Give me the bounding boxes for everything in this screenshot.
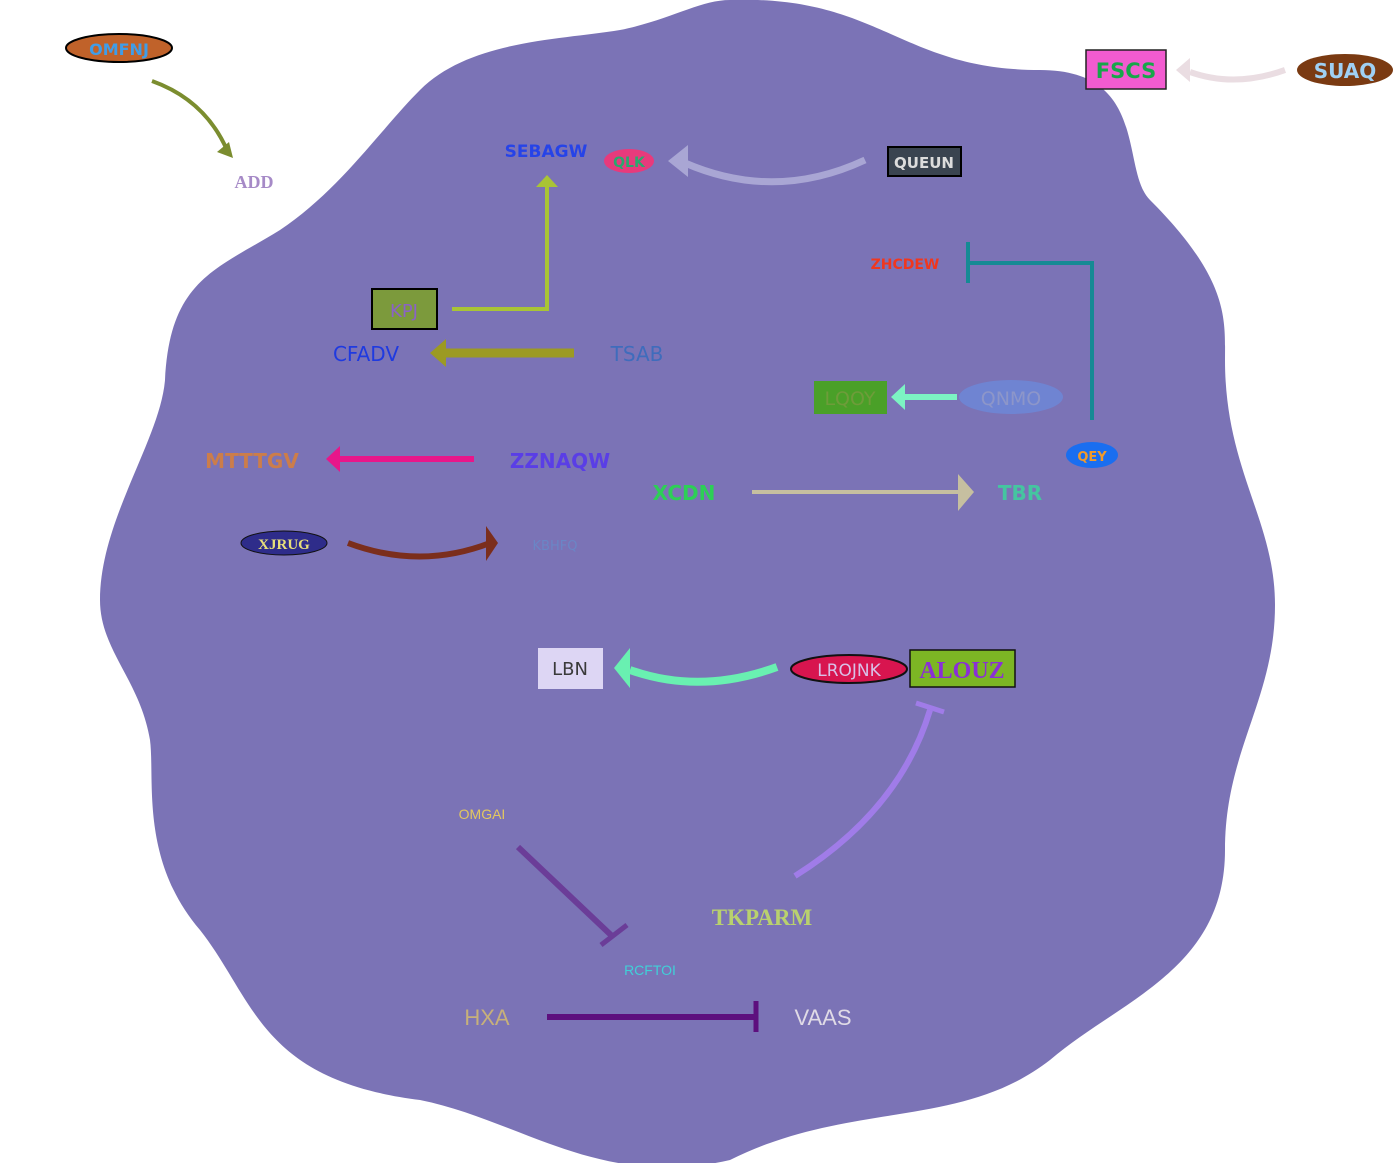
edge-zznaqw-mtttgv <box>326 446 474 472</box>
node-omfnj-label: OMFNJ <box>89 40 149 59</box>
node-queun-label: QUEUN <box>894 154 954 172</box>
node-zhcdew-label: ZHCDEW <box>871 257 940 273</box>
edge-qey-zhcdew <box>966 242 1094 420</box>
edge-tsab-cfadv <box>430 339 574 367</box>
edge-xcdn-tbr <box>752 474 974 511</box>
node-xjrug-shape <box>240 530 328 556</box>
node-qey-shape <box>1066 442 1118 468</box>
node-qnmo-label: QNMO <box>981 388 1042 410</box>
edge-tkparm-alouz <box>793 700 945 879</box>
node-kbhfq-label: KBHFQ <box>533 539 578 554</box>
node-tkparm-label: TKPARM <box>712 905 813 930</box>
node-xjrug-label: XJRUG <box>258 537 310 553</box>
node-mtttgv-label: MTTTGV <box>205 449 299 473</box>
node-lqoy-box <box>814 381 887 414</box>
node-suaq-shape <box>1297 54 1393 86</box>
edge-xjrug-kbhfq <box>346 526 498 561</box>
edge-hxa-vaas <box>547 1001 759 1032</box>
node-lbn-label: LBN <box>552 659 588 680</box>
node-sebagw-label: SEBAGW <box>505 142 588 162</box>
node-hxa-label: HXA <box>464 1005 510 1030</box>
node-qey-label: QEY <box>1077 450 1107 465</box>
edge-qnmo-lqoy <box>891 384 957 410</box>
edge-queun-qlk <box>668 145 867 186</box>
node-tsab-label: TSAB <box>610 342 664 366</box>
node-lrojnk-shape <box>790 654 908 684</box>
node-rcftoi-label: RCFTOI <box>624 962 676 978</box>
edge-suaq-fscs <box>1176 58 1287 83</box>
node-fscs-label: FSCS <box>1096 59 1156 83</box>
node-lrojnk-label: LROJNK <box>817 661 881 681</box>
node-add-label: ADD <box>235 172 274 192</box>
node-qlk-shape <box>604 149 654 173</box>
node-qnmo-shape <box>959 380 1063 414</box>
node-kpj-label: KPJ <box>390 301 418 322</box>
node-tbr-label: TBR <box>998 481 1042 505</box>
node-qlk-label: QLK <box>613 155 646 171</box>
node-alouz-box <box>909 649 1016 688</box>
node-suaq-label: SUAQ <box>1314 59 1377 83</box>
node-lbn-box <box>538 648 603 689</box>
node-kpj-box <box>371 288 438 330</box>
edge-omgai-rcftoi <box>515 844 629 947</box>
node-queun-box <box>887 146 962 177</box>
edge-lrojnk-lbn <box>614 648 779 688</box>
node-omgai-label: OMGAI <box>459 806 506 822</box>
node-lqoy-label: LQOY <box>824 388 875 410</box>
node-zznaqw-label: ZZNAQW <box>510 449 610 473</box>
node-alouz-label: ALOUZ <box>919 658 1004 684</box>
node-fscs-box <box>1085 49 1167 90</box>
edge-kpj-sebagw <box>452 175 558 311</box>
node-vaas-label: VAAS <box>794 1005 851 1030</box>
node-cfadv-label: CFADV <box>333 342 399 366</box>
edge-omfnj-add <box>151 79 233 158</box>
node-omfnj-shape <box>65 33 173 63</box>
node-xcdn-label: XCDN <box>653 481 716 505</box>
